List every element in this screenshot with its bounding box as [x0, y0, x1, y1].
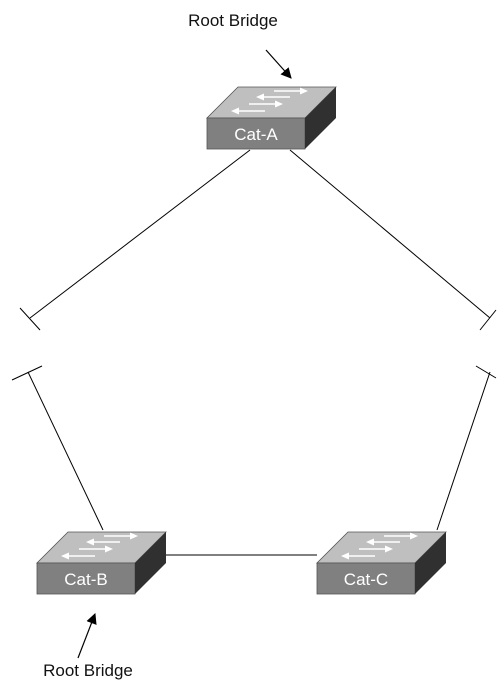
switch-cat-b[interactable]: Cat-B — [36, 531, 167, 595]
annotation-bottom: Root Bridge — [43, 612, 133, 680]
switch-cat-c-front — [316, 562, 416, 595]
switch-cat-c-label: Cat-C — [344, 570, 388, 589]
switch-cat-b-side — [135, 532, 166, 594]
links — [11, 149, 497, 556]
link-cat-a-left-segment — [29, 149, 251, 319]
link-cat-c-right-segment — [436, 371, 491, 531]
switch-cat-c-side — [415, 532, 446, 594]
link-cat-b-left-segment — [27, 371, 104, 531]
arrow-bottom-icon — [77, 612, 97, 659]
link-block-left-lower — [11, 365, 43, 381]
switch-arrows-icon — [61, 532, 138, 560]
switch-cat-a[interactable]: Cat-A — [206, 86, 337, 150]
link-block-right-upper — [479, 309, 497, 331]
link-block-right-lower — [475, 365, 497, 379]
root-bridge-top-label: Root Bridge — [188, 11, 278, 30]
switch-arrows-icon — [231, 87, 308, 115]
switch-cat-c[interactable]: Cat-C — [316, 531, 447, 595]
switch-cat-b-label: Cat-B — [64, 570, 107, 589]
switch-arrows-icon — [341, 532, 418, 560]
arrow-top-icon — [265, 49, 292, 79]
root-bridge-bottom-label: Root Bridge — [43, 661, 133, 680]
switch-cat-a-label: Cat-A — [234, 125, 278, 144]
switch-cat-a-side — [305, 87, 336, 149]
link-cat-a-right-segment — [289, 149, 491, 319]
switch-cat-a-front — [206, 117, 306, 150]
link-block-left-upper — [19, 307, 41, 331]
annotation-top: Root Bridge — [188, 11, 292, 79]
